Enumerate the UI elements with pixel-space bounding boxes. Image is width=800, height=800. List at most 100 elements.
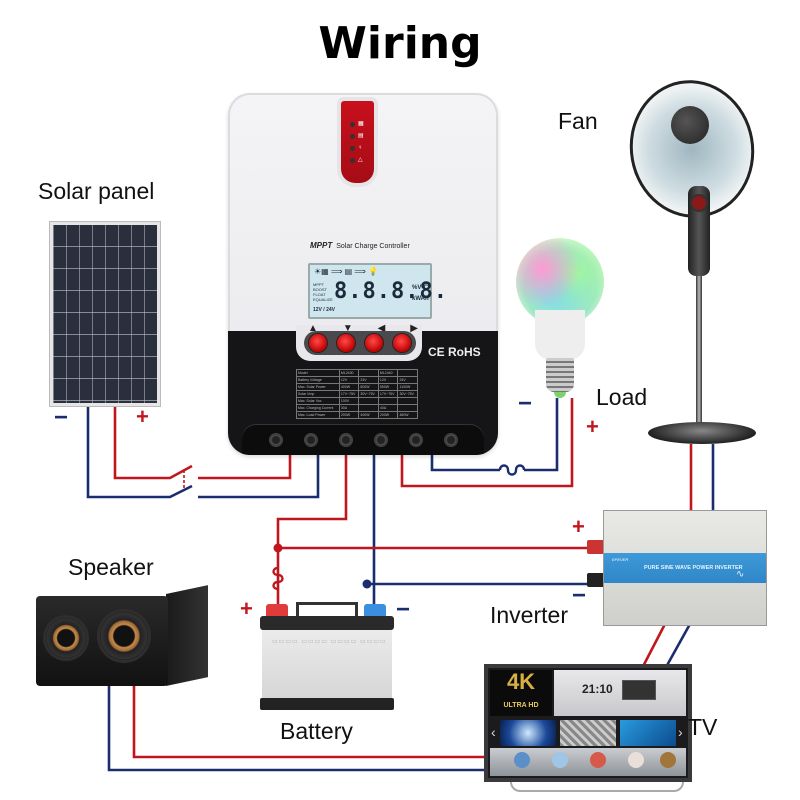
led-load: ♀ <box>350 145 368 151</box>
button-pad <box>304 331 416 355</box>
tv-app-icon[interactable] <box>660 752 676 768</box>
terminal-block <box>242 425 484 455</box>
spec-cell: 200W <box>377 411 399 419</box>
tv-power-strip <box>622 680 656 700</box>
page-title: Wiring <box>318 18 482 69</box>
tv-time: 21:10 <box>582 682 613 696</box>
solar-panel-label: Solar panel <box>38 178 155 204</box>
nav-arrow-labels: ▲ ▼ ◀ ▶ <box>308 323 418 334</box>
brand-bold: MPPT <box>310 241 333 250</box>
inverter: EPEVER PURE SINE WAVE POWER INVERTER ∿ <box>603 510 767 626</box>
tv-prev-icon[interactable]: ‹ <box>491 724 496 740</box>
battery-plus-sign: + <box>240 596 253 621</box>
tv-clock-panel: 21:10 <box>554 670 686 716</box>
load-minus-sign: − <box>518 390 533 417</box>
spec-cell <box>358 404 379 412</box>
up-button[interactable] <box>309 334 327 352</box>
left-button[interactable] <box>365 334 383 352</box>
inverter-brand: EPEVER <box>612 557 629 562</box>
speaker-side <box>166 585 208 686</box>
spec-cell: Solar Vmp <box>296 390 340 398</box>
left-arrow-icon: ◀ <box>377 323 386 334</box>
spec-cell: 12V <box>338 376 360 384</box>
spec-cell: 24V <box>397 376 418 384</box>
inverter-negative-terminal <box>587 573 605 587</box>
speaker-driver-left <box>46 618 86 658</box>
lcd-digits: 8.8.8.8. <box>334 279 448 304</box>
battery-vents: ▭▭▭▭ ▭▭▭▭ ▭▭▭▭ ▭▭▭▭ <box>272 639 387 645</box>
load-plus-sign: + <box>586 414 599 439</box>
speaker <box>36 596 168 686</box>
spec-cell: 30A <box>338 404 360 412</box>
junction-negative <box>362 579 372 589</box>
spec-cell: 17V~75V <box>377 390 399 398</box>
spec-cell: ML2430 <box>338 369 360 377</box>
solar-icon: ▦ <box>358 121 364 127</box>
spec-cell: Model <box>296 369 340 377</box>
tv-app-icon[interactable] <box>514 752 530 768</box>
battery <box>262 620 392 698</box>
spec-cell: 30V~75V <box>358 390 379 398</box>
warning-icon: △ <box>358 157 363 163</box>
terminal-battery-positive <box>339 434 352 446</box>
tv-app-icon[interactable] <box>628 752 644 768</box>
spec-cell: Max. Solar Voc <box>296 397 340 405</box>
fan-hub <box>671 106 709 144</box>
inverter-minus-sign: − <box>572 582 587 609</box>
fan-label: Fan <box>558 108 598 134</box>
led-warning: △ <box>350 157 368 163</box>
tv-stand <box>510 782 684 792</box>
lcd-unit-bottom: kWAh <box>412 296 429 302</box>
spec-cell: 24V <box>358 376 379 384</box>
bulb-neck <box>535 310 585 360</box>
spec-cell <box>377 397 399 405</box>
lcd-unit-top: %V°C <box>412 285 429 291</box>
solar-plus-sign: + <box>136 404 149 429</box>
spec-cell: 100V <box>338 397 360 405</box>
tv-app-icon[interactable] <box>590 752 606 768</box>
battery-handle <box>296 602 358 616</box>
battery-base <box>260 698 394 710</box>
tv-app-icon[interactable] <box>552 752 568 768</box>
spec-cell <box>397 397 418 405</box>
spec-cell: 800W <box>358 383 379 391</box>
spec-cell: Max. Solar Power <box>296 383 340 391</box>
sine-wave-icon: ∿ <box>736 569 745 580</box>
led-battery: ▤ <box>350 133 368 139</box>
bulb-tip <box>554 392 566 398</box>
wire-solar-negative <box>86 402 193 499</box>
spec-cell: 480W <box>397 411 418 419</box>
lcd-flow-icons: ☀▦ ⟹ ▤ ⟹ 💡 <box>314 267 379 276</box>
right-arrow-icon: ▶ <box>410 323 418 334</box>
fan-control-column <box>688 186 710 276</box>
speaker-driver-right <box>100 612 148 660</box>
inverter-plus-sign: + <box>572 514 585 539</box>
tv-tile-right <box>620 720 676 746</box>
terminal-solar-negative <box>304 434 317 446</box>
wire-speaker-positive <box>132 686 484 759</box>
wire-load-positive <box>400 398 574 488</box>
television: 4K ULTRA HD 21:10 ‹ › <box>484 664 692 782</box>
wire-load-negative-out <box>524 398 559 472</box>
wire-solar-positive <box>113 402 193 480</box>
wire-solar-positive-out <box>198 455 292 480</box>
battery-negative-terminal <box>364 604 386 616</box>
spec-cell: Max. Load Power <box>296 411 340 419</box>
down-arrow-icon: ▼ <box>342 323 353 334</box>
fuse-load <box>498 464 526 476</box>
controller-indicator-panel: ▦ ▤ ♀ △ <box>341 101 374 183</box>
spec-cell: 400W <box>338 383 360 391</box>
right-button[interactable] <box>393 334 411 352</box>
tv-next-icon[interactable]: › <box>678 724 683 740</box>
tv-tile-center <box>560 720 616 746</box>
tv-4k-badge: 4K ULTRA HD <box>490 670 552 716</box>
battery-minus-sign: − <box>396 596 411 623</box>
down-button[interactable] <box>337 334 355 352</box>
